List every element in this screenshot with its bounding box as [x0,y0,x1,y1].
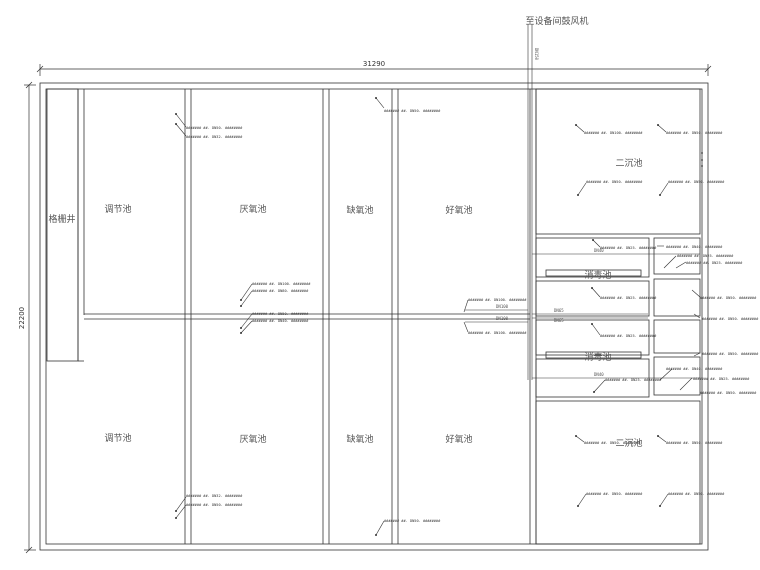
tag-21: ####### ##. DN25. ######## [605,378,662,382]
dimension-height-label: 22200 [18,307,26,329]
disinfection-cell-3 [535,319,650,356]
tag-8: ####### ##. DN100. ######## [468,298,527,302]
blower-note: 至设备间鼓风机 [525,15,588,27]
tag-30: ####### ##. DN50. ######## [586,492,643,496]
label-disinfection-bottom: 消毒池 [584,351,611,363]
label-anaerobic-bottom: 厌氧池 [239,433,266,445]
tag-14: ####### ##. DN40. ######## [666,245,723,249]
label-regulating-bottom: 调节池 [104,432,131,444]
pipe-label-c: DN65 [554,308,564,313]
grille-well [46,88,79,362]
tag-12: ####### ##. DN50. ######## [586,180,643,184]
pipe-label-main: DN150 [534,48,539,61]
tag-18: ####### ##. DN25. ######## [600,334,657,338]
pipe-label-d: DN65 [554,318,564,323]
tag-29: ####### ##. DN50. ######## [666,441,723,445]
side-cell-4 [653,356,701,396]
pipe-label-f: DN40 [594,372,604,377]
label-aerobic-top: 好氧池 [445,204,472,216]
secondary-tank-top [535,88,701,235]
tag-11: ####### ##. DN50. ######## [666,131,723,135]
tag-20: ####### ##. DN25. ######## [693,377,750,381]
disinfection-cell-1 [535,237,650,278]
side-cell-2 [653,278,701,317]
side-cell-3 [653,319,701,354]
tag-13: ####### ##. DN25. ######## [600,246,657,250]
diffuser-tags: ####### ##. DN50. ######## ####### ##. D… [175,97,759,536]
tag-23: ####### ##. DN50. ######## [668,180,725,184]
tag-24: ####### ##. DN50. ######## [700,296,757,300]
tag-9: ####### ##. DN100. ######## [468,331,527,335]
label-disinfection-top: 消毒池 [584,269,611,281]
pipe-label-b: DN100 [496,316,509,321]
baffle-top [545,269,642,277]
tag-28: ####### ##. DN50. ######## [584,441,641,445]
pipe-label-e: DN40 [594,248,604,253]
tag-5: ####### ##. DN80. ######## [252,289,309,293]
tag-25: ####### ##. DN50. ######## [702,317,759,321]
label-anoxic-bottom: 缺氧池 [346,433,373,445]
side-cell-1 [653,237,701,275]
tag-2: ####### ##. DN32. ######## [186,135,243,139]
outer-wall [39,82,709,551]
baffle-bottom [545,351,642,359]
tag-17: ####### ##. DN25. ######## [600,296,657,300]
secondary-tank-bottom [535,400,701,545]
tag-27: ####### ##. DN50. ######## [700,391,757,395]
label-anoxic-top: 缺氧池 [346,204,373,216]
tag-22: ####### ##. DN32. ######## [186,494,243,498]
tag-15: ####### ##. DN25. ######## [677,254,734,258]
tag-6: ####### ##. DN50. ######## [252,312,309,316]
dimension-top: 31290 [36,60,712,76]
air-main-pipe: DN150 DN100 DN100 DN65 DN65 DN40 DN40 [465,24,700,380]
tag-26: ####### ##. DN50. ######## [702,352,759,356]
label-anaerobic-top: 厌氧池 [239,203,266,215]
tag-4: ####### ##. DN100. ######## [252,282,311,286]
dimension-width-label: 31290 [363,60,385,68]
pipe-label-a: DN100 [496,304,509,309]
tag-7: ####### ##. DN40. ######## [252,319,309,323]
label-grille-well: 格栅井 [48,213,75,225]
tag-19: ####### ##. DN40. ######## [666,367,723,371]
label-aerobic-bottom: 好氧池 [445,433,472,445]
tag-1: ####### ##. DN50. ######## [186,126,243,130]
dimension-left: 22200 [18,81,36,554]
disinfection-cell-2 [535,280,650,317]
label-secondary-bottom: 二沉池 [615,437,642,449]
label-secondary-top: 二沉池 [615,157,642,169]
tag-16: ####### ##. DN25. ######## [686,261,743,265]
tag-10: ####### ##. DN100. ######## [584,131,643,135]
tag-33: ####### ##. DN50. ######## [384,519,441,523]
label-regulating-top: 调节池 [104,203,131,215]
marker-dots [701,152,703,167]
tag-32: ####### ##. DN50. ######## [186,503,243,507]
inner-wall [45,88,703,545]
tag-31: ####### ##. DN50. ######## [668,492,725,496]
tag-3: ####### ##. DN50. ######## [384,109,441,113]
